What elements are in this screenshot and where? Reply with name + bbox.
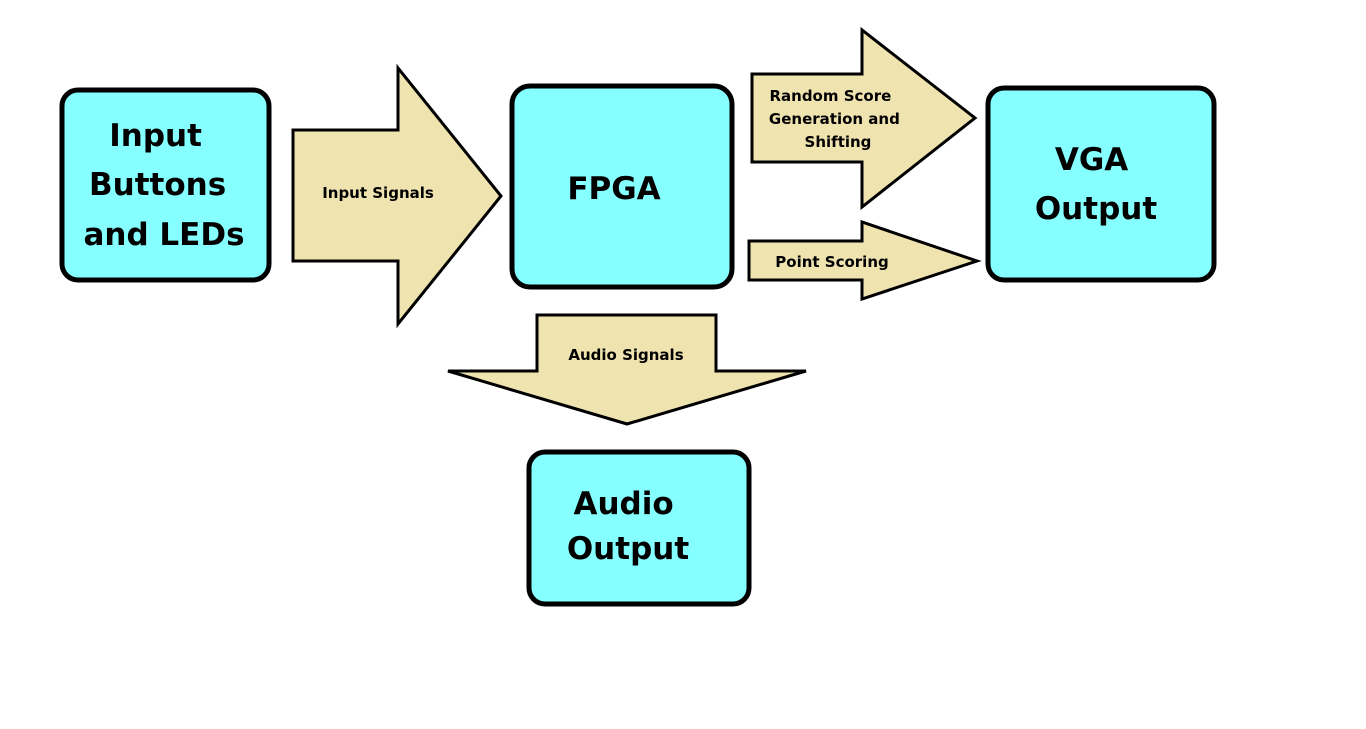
random-score-label-line-2: Generation and xyxy=(769,110,900,128)
audio-signals-arrow-shape xyxy=(447,313,807,426)
vga-box-label-line-1: VGA xyxy=(1055,142,1128,178)
vga-box-label-line-2: Output xyxy=(1035,191,1158,227)
audio-signals-arrow: Audio Signals xyxy=(447,313,807,426)
audio-output-box: Audio Output xyxy=(526,449,752,607)
vga-output-box: VGA Output xyxy=(985,85,1217,283)
audio-output-label: Audio Output xyxy=(567,486,690,567)
random-score-arrow: Random Score Generation and Shifting xyxy=(750,26,978,211)
input-box-label-line-1: Input xyxy=(109,118,202,154)
input-box-label-line-2: Buttons xyxy=(89,167,226,203)
vga-output-label: VGA Output xyxy=(1035,142,1158,227)
fpga-box: FPGA xyxy=(509,83,735,290)
random-score-label-line-1: Random Score xyxy=(769,87,891,105)
random-score-arrow-shape xyxy=(750,26,978,211)
input-box-label-line-3: and LEDs xyxy=(83,217,244,253)
audio-signals-label: Audio Signals xyxy=(568,346,683,364)
audio-box-label-line-1: Audio xyxy=(574,486,674,522)
input-buttons-leds-box: Input Buttons and LEDs xyxy=(59,87,272,283)
random-score-label: Random Score Generation and Shifting xyxy=(769,87,905,151)
fpga-label: FPGA xyxy=(567,171,660,207)
input-buttons-leds-box-shape xyxy=(59,87,272,283)
input-signals-label: Input Signals xyxy=(322,184,434,202)
random-score-label-line-3: Shifting xyxy=(805,133,872,151)
vga-output-box-shape xyxy=(985,85,1217,283)
point-scoring-arrow-shape xyxy=(747,219,982,302)
point-scoring-arrow: Point Scoring xyxy=(747,219,982,302)
input-signals-arrow: Input Signals xyxy=(291,63,503,329)
input-buttons-leds-label: Input Buttons and LEDs xyxy=(83,118,244,253)
audio-output-box-shape xyxy=(526,449,752,607)
point-scoring-label: Point Scoring xyxy=(775,253,888,271)
audio-box-label-line-2: Output xyxy=(567,531,690,567)
input-signals-arrow-shape xyxy=(291,63,503,329)
fpga-box-shape xyxy=(509,83,735,290)
